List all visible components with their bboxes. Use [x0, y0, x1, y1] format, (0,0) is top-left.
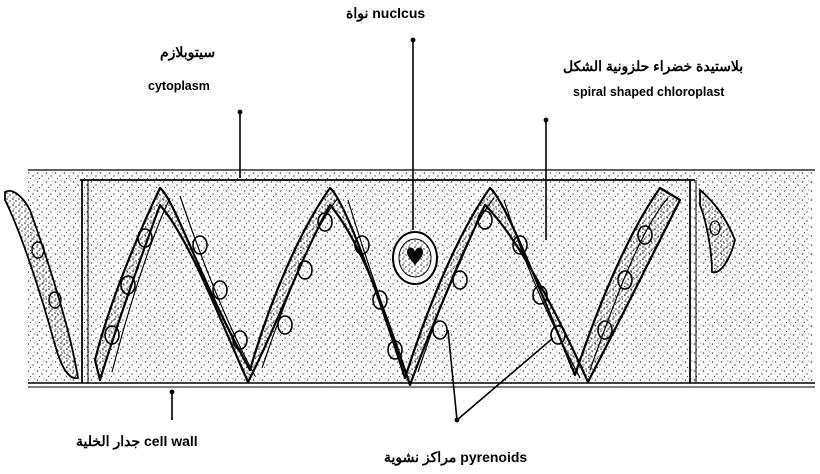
nucleus — [393, 232, 437, 284]
